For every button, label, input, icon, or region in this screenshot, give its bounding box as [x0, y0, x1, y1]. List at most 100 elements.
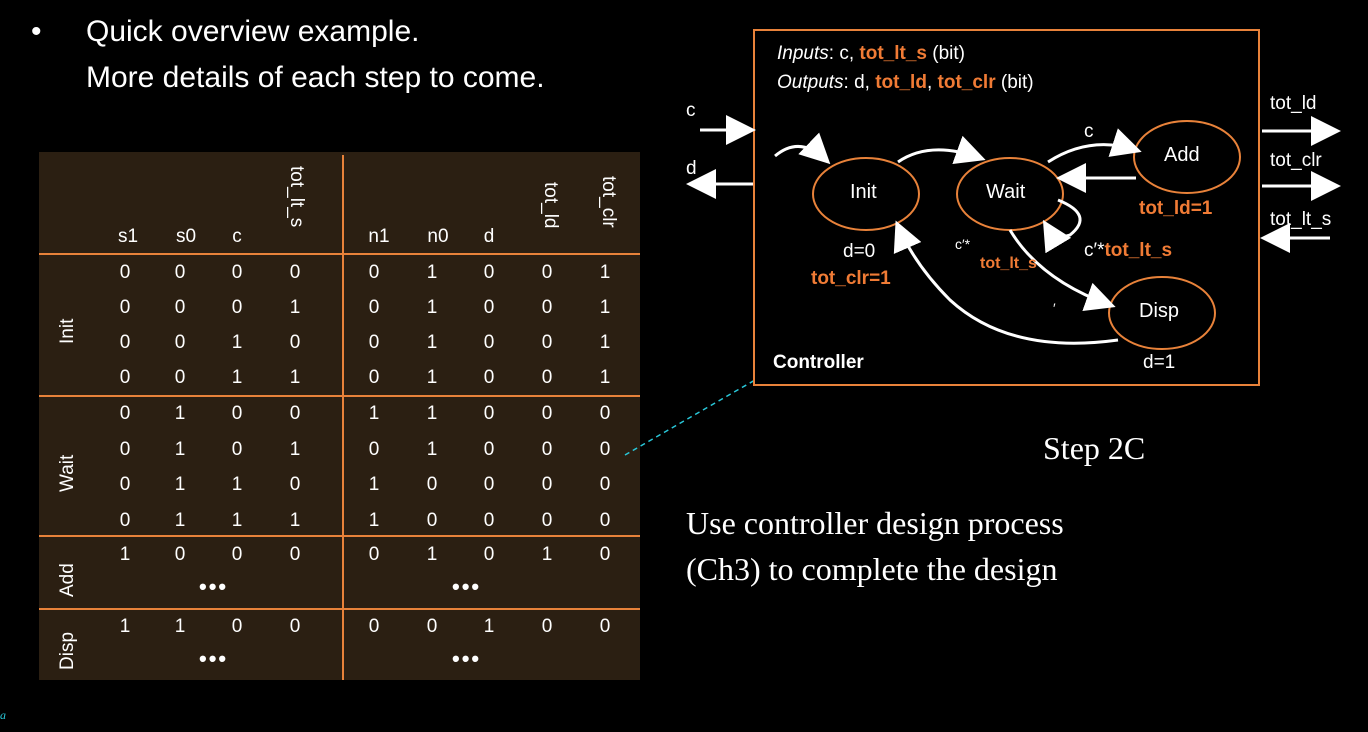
- edge-label-wait-self: c′*tot_lt_s: [1084, 240, 1173, 261]
- ellipsis-disp-right: •••: [452, 646, 482, 671]
- footer-glyph: a: [0, 708, 6, 722]
- table-cell: 0: [289, 332, 301, 353]
- table-cell: 0: [368, 616, 380, 637]
- table-cell: 0: [483, 544, 495, 565]
- ellipsis-disp-left: •••: [199, 646, 229, 671]
- table-cell: 0: [483, 439, 495, 460]
- table-cell: 0: [119, 474, 131, 495]
- table-cell: 1: [289, 297, 301, 318]
- state-add-label: Add: [1164, 144, 1200, 166]
- table-cell: 0: [289, 403, 301, 424]
- table-cell: 0: [289, 544, 301, 565]
- table-cell: 0: [483, 262, 495, 283]
- table-cell: 1: [289, 367, 301, 388]
- port-label-d: d: [686, 158, 697, 179]
- table-cell: 1: [174, 439, 186, 460]
- table-cell: 0: [231, 262, 243, 283]
- bullet-symbol: •: [31, 15, 42, 48]
- table-cell: 0: [289, 616, 301, 637]
- table-cell: 1: [289, 510, 301, 531]
- controller-title: Controller: [773, 352, 864, 373]
- table-cell: 0: [541, 616, 553, 637]
- table-cell: 1: [119, 544, 131, 565]
- table-cell: 1: [368, 474, 380, 495]
- state-add-node: [1133, 120, 1241, 194]
- edge-label-wait-disp: tot_lt_s: [980, 255, 1037, 272]
- state-disp-node: [1108, 276, 1216, 350]
- table-cell: 0: [541, 403, 553, 424]
- controller-outputs: Outputs: d, tot_ld, tot_clr (bit): [777, 72, 1034, 93]
- table-cell: 0: [119, 510, 131, 531]
- table-cell: 1: [483, 616, 495, 637]
- bullet-line-2: More details of each step to come.: [86, 61, 545, 94]
- table-cell: 1: [174, 616, 186, 637]
- description-line-1: Use controller design process: [686, 505, 1064, 541]
- table-cell: 0: [119, 367, 131, 388]
- table-cell: 0: [483, 474, 495, 495]
- table-cell: 0: [541, 439, 553, 460]
- table-cell: 0: [599, 616, 611, 637]
- table-cell: 1: [231, 367, 243, 388]
- table-cell: 0: [289, 474, 301, 495]
- add-output-ld: tot_ld=1: [1139, 198, 1213, 219]
- table-cell: 0: [368, 332, 380, 353]
- edge-tick-mark: ′: [1053, 300, 1056, 316]
- port-label-tot-ld: tot_ld: [1270, 93, 1317, 114]
- table-cell: 0: [231, 544, 243, 565]
- table-cell: 1: [426, 262, 438, 283]
- table-cell: 0: [483, 367, 495, 388]
- table-cell: 1: [368, 403, 380, 424]
- state-init-node: [812, 157, 920, 231]
- table-cell: 1: [599, 297, 611, 318]
- table-gridlines: [39, 155, 640, 680]
- table-cell: 0: [119, 403, 131, 424]
- table-cell: 0: [541, 262, 553, 283]
- table-cell: 0: [174, 367, 186, 388]
- table-cell: 0: [599, 403, 611, 424]
- table-cell: 1: [426, 367, 438, 388]
- table-cell: 0: [174, 332, 186, 353]
- table-cell: 0: [368, 544, 380, 565]
- table-cell: 0: [174, 544, 186, 565]
- table-cell: 1: [289, 439, 301, 460]
- table-cell: 0: [483, 297, 495, 318]
- table-cell: 0: [368, 367, 380, 388]
- header-c: c: [232, 226, 242, 247]
- table-cell: 1: [174, 474, 186, 495]
- table-cell: 0: [426, 474, 438, 495]
- table-cell: 0: [231, 297, 243, 318]
- table-cell: 0: [426, 616, 438, 637]
- port-label-c: c: [686, 100, 696, 121]
- header-n1: n1: [368, 226, 390, 247]
- table-cell: 0: [599, 510, 611, 531]
- table-cell: 1: [174, 403, 186, 424]
- table-cell: 0: [119, 262, 131, 283]
- state-init-label: Init: [850, 181, 877, 203]
- bullet-line-1: Quick overview example.: [86, 15, 420, 48]
- table-cell: 1: [426, 297, 438, 318]
- table-cell: 0: [541, 510, 553, 531]
- state-disp-label: Disp: [1139, 300, 1180, 322]
- table-cell: 0: [231, 616, 243, 637]
- table-cell: 0: [119, 332, 131, 353]
- table-cell: 0: [174, 262, 186, 283]
- table-cell: 0: [119, 297, 131, 318]
- table-cell: 0: [231, 439, 243, 460]
- table-cell: 0: [231, 403, 243, 424]
- init-output-d: d=0: [843, 241, 876, 262]
- table-cell: 1: [231, 474, 243, 495]
- table-cell: 1: [426, 544, 438, 565]
- table-cell: 1: [368, 510, 380, 531]
- table-cell: 1: [231, 332, 243, 353]
- table-cell: 1: [426, 403, 438, 424]
- disp-output-d: d=1: [1143, 352, 1176, 373]
- table-cell: 0: [483, 510, 495, 531]
- edge-label-wait-disp-prefix: c′*: [955, 236, 971, 252]
- table-cell: 0: [541, 367, 553, 388]
- header-s1: s1: [117, 226, 139, 247]
- table-cell: 0: [541, 297, 553, 318]
- table-cell: 0: [289, 262, 301, 283]
- table-cell: 1: [174, 510, 186, 531]
- table-cell: 0: [599, 474, 611, 495]
